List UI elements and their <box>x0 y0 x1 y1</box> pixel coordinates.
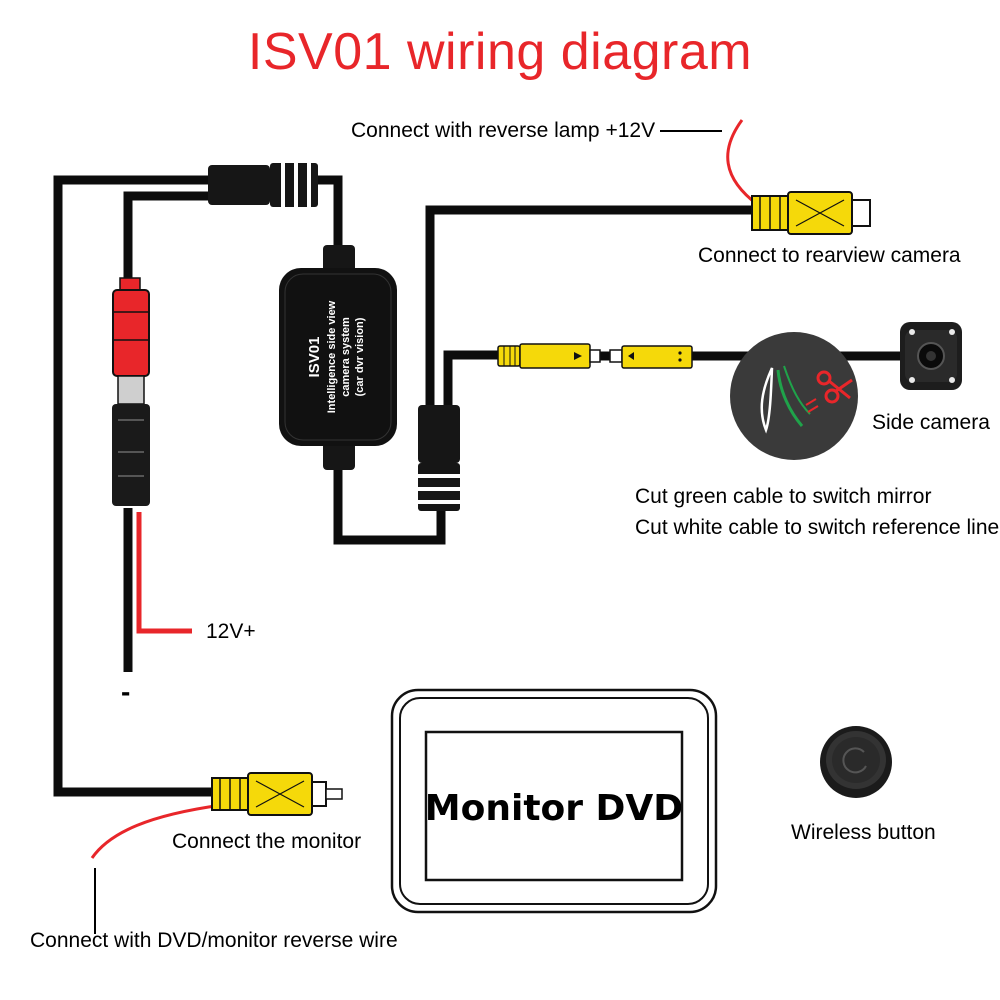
wireless-button <box>820 726 892 798</box>
side-camera-device <box>900 322 962 390</box>
cable-module-bottom <box>333 465 446 545</box>
black-cables <box>53 175 905 797</box>
side-camera-male-connector <box>497 343 601 369</box>
label-power-negative: - <box>121 676 131 707</box>
side-camera-female-connector <box>609 345 693 369</box>
module-line-1: Intelligence side view <box>326 300 338 413</box>
pointer-lines <box>94 130 722 934</box>
label-cut-green: Cut green cable to switch mirror <box>635 485 932 508</box>
monitor-yellow-connector <box>211 772 343 816</box>
red-power-plug <box>112 277 150 506</box>
diagram-title: ISV01 wiring diagram <box>247 23 753 81</box>
red-wires <box>90 119 759 859</box>
isv01-module-box: ISV01 Intelligence side view camera syst… <box>279 245 397 470</box>
module-line-2: camera system <box>340 317 352 397</box>
rearview-yellow-connector <box>751 191 871 235</box>
dvd-reverse-wire <box>90 803 223 859</box>
module-line-3: (car dvr vision) <box>354 317 366 396</box>
cut-cable-circle <box>730 332 858 460</box>
label-cut-white: Cut white cable to switch reference line <box>635 516 1000 539</box>
positive-wire <box>136 512 192 634</box>
power-cable-upper <box>123 191 214 285</box>
label-wireless-button: Wireless button <box>791 821 936 844</box>
scissors-icon <box>805 370 853 413</box>
top-barrel-connector <box>208 163 318 207</box>
label-rearview-camera: Connect to rearview camera <box>698 244 961 267</box>
split-connector <box>418 405 460 511</box>
label-side-camera: Side camera <box>872 411 990 434</box>
label-connect-monitor: Connect the monitor <box>172 830 362 853</box>
label-power-positive: 12V+ <box>206 620 256 643</box>
monitor-label: Monitor DVD <box>425 788 683 829</box>
cable-to-module-top <box>316 175 343 252</box>
monitor-dvd: Monitor DVD <box>390 688 718 914</box>
side-camera-cable-left <box>443 350 500 405</box>
module-name: ISV01 <box>306 337 323 378</box>
monitor-cable <box>53 175 215 797</box>
label-dvd-reverse-wire: Connect with DVD/monitor reverse wire <box>30 929 398 952</box>
rearview-camera-cable <box>425 205 758 405</box>
label-reverse-lamp: Connect with reverse lamp +12V <box>351 119 656 142</box>
reverse-lamp-wire <box>726 119 759 207</box>
